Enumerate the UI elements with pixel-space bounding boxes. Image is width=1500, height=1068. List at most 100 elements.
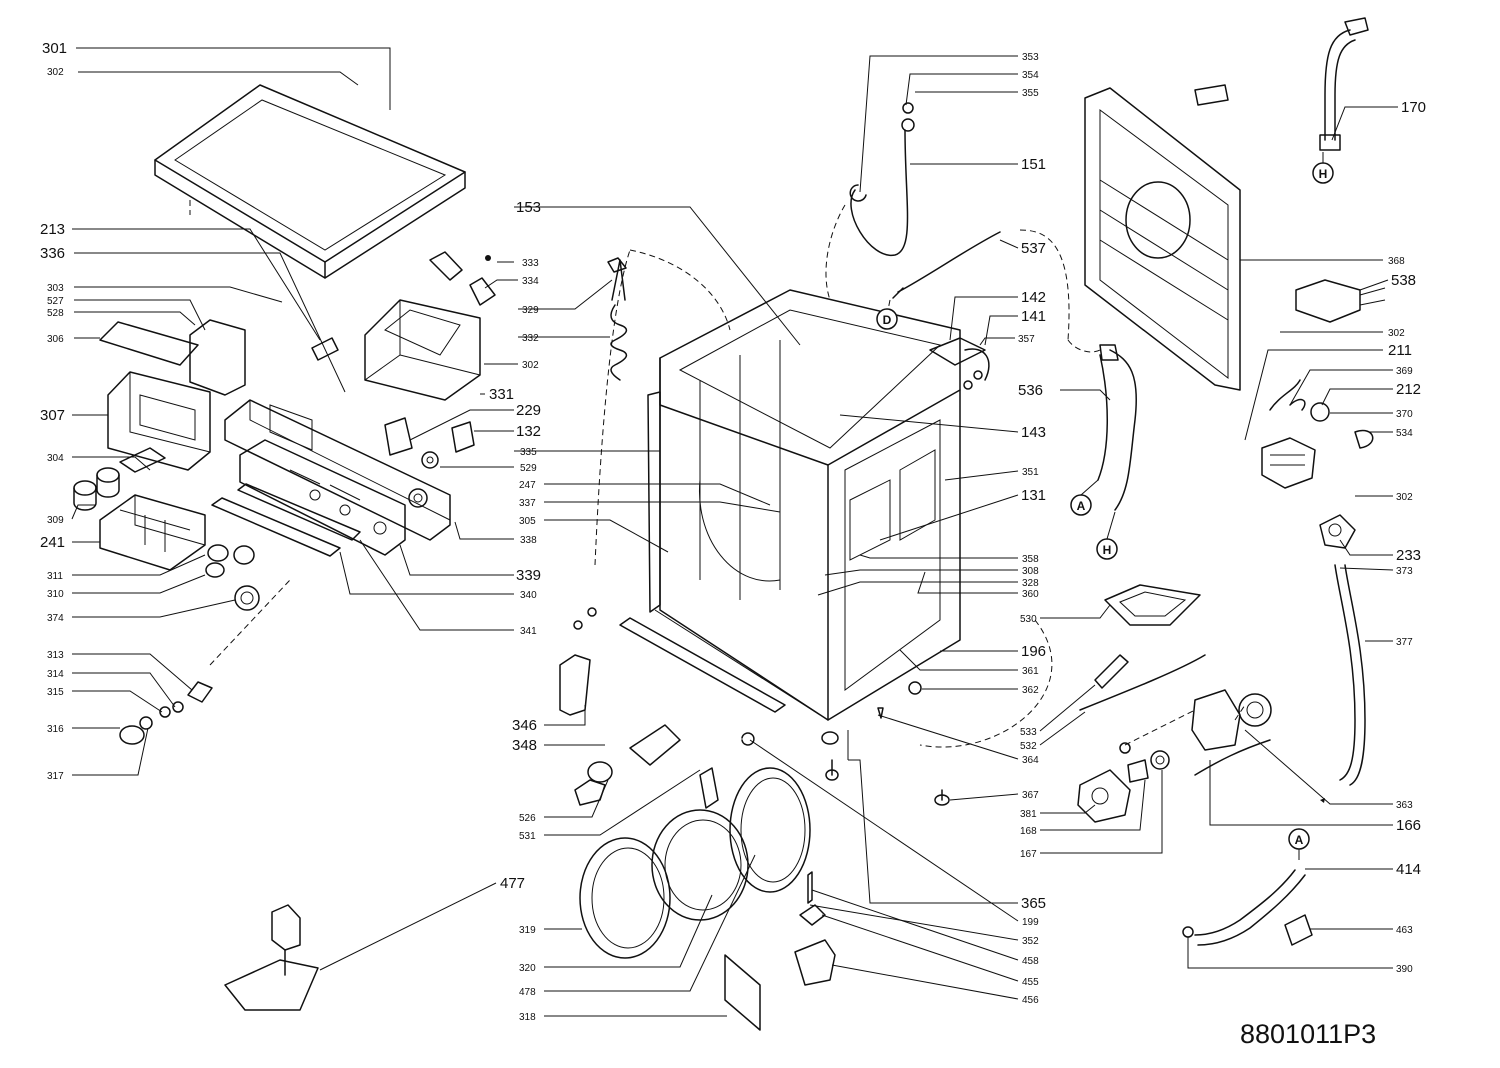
door-lock-parts: [794, 871, 836, 986]
part-label: 362: [1022, 685, 1039, 696]
part-label: 336: [40, 245, 65, 262]
part-label: 305: [519, 516, 536, 527]
part-label: 456: [1022, 995, 1039, 1006]
mains-connector: [1295, 279, 1386, 323]
part-label: 381: [1020, 809, 1037, 820]
part-label: 167: [1020, 849, 1037, 860]
programmer-assembly: [364, 251, 496, 401]
pressure-switch-cluster: [929, 337, 990, 390]
part-label: 531: [519, 831, 536, 842]
part-label: 320: [519, 963, 536, 974]
part-label: 369: [1396, 366, 1413, 377]
control-panel: [224, 399, 451, 541]
connector-label: H: [1103, 543, 1112, 557]
part-label: 303: [47, 283, 64, 294]
part-label: 361: [1022, 666, 1039, 677]
connector-marker-h-lower: H: [1096, 538, 1118, 560]
connector-marker-h-top: H: [1312, 162, 1334, 184]
leader-lines: [71, 47, 1398, 1017]
part-label: 354: [1022, 70, 1039, 81]
part-label: 533: [1020, 727, 1037, 738]
connector-marker-a-upper: A: [1070, 494, 1092, 516]
control-panel-facia: [239, 439, 406, 556]
part-label: 530: [1020, 614, 1037, 625]
part-label: 367: [1022, 790, 1039, 801]
filter-flap: [224, 904, 319, 1011]
part-labels: 301 302 213 336 303 527 528 306 307 304 …: [40, 40, 1426, 1023]
drawing-number: 8801011P3: [1240, 1019, 1376, 1049]
part-label: 247: [519, 480, 536, 491]
part-label: 310: [47, 589, 64, 600]
inlet-hose: [849, 102, 915, 256]
part-label: 377: [1396, 637, 1413, 648]
part-label: 478: [519, 987, 536, 998]
part-label: 355: [1022, 88, 1039, 99]
drawer-handle-strip: [99, 321, 199, 366]
connector-marker-a-lower: A: [1288, 828, 1310, 850]
connector-label: D: [883, 313, 892, 327]
part-label: 365: [1021, 895, 1046, 912]
part-label: 373: [1396, 566, 1413, 577]
base-front-strip: [559, 607, 786, 716]
part-label: 318: [519, 1012, 536, 1023]
part-label: 151: [1021, 156, 1046, 173]
door-inner-ring: [729, 767, 811, 893]
part-label: 153: [516, 199, 541, 216]
part-label: 313: [47, 650, 64, 661]
part-label: 529: [520, 463, 537, 474]
part-label: 353: [1022, 52, 1039, 63]
part-label: 308: [1022, 566, 1039, 577]
part-label: 316: [47, 724, 64, 735]
pressure-hose: [1319, 17, 1369, 151]
part-label: 314: [47, 669, 64, 680]
detergent-cups: [73, 467, 120, 511]
bottom-strip: [211, 483, 361, 557]
part-label: 526: [519, 813, 536, 824]
part-label: 339: [516, 567, 541, 584]
part-label: 390: [1396, 964, 1413, 975]
spring-hanger: [607, 257, 628, 381]
part-label: 131: [1021, 487, 1046, 504]
part-label: 241: [40, 534, 65, 551]
part-label: 370: [1396, 409, 1413, 420]
part-label: 534: [1396, 428, 1413, 439]
part-label: 196: [1021, 643, 1046, 660]
part-label: 338: [520, 535, 537, 546]
feet-parts: [741, 681, 950, 806]
part-label: 414: [1396, 861, 1421, 878]
tub-gasket-and-heater: [1079, 584, 1206, 711]
cabinet-front-panel: [647, 391, 821, 716]
part-label: 315: [47, 687, 64, 698]
part-label: 337: [519, 498, 536, 509]
part-label: 358: [1022, 554, 1039, 565]
part-label: 463: [1396, 925, 1413, 936]
connector-marker-d: D: [876, 308, 898, 330]
part-label: 211: [1388, 342, 1412, 359]
part-label: 532: [1020, 741, 1037, 752]
drawer-insert: [189, 319, 246, 396]
door-hinge-parts: [574, 724, 761, 1031]
door-glass-bowl: [651, 809, 749, 921]
detergent-drawer: [99, 494, 206, 571]
part-label: 307: [40, 407, 65, 424]
part-label: 233: [1396, 547, 1421, 564]
part-label: 455: [1022, 977, 1039, 988]
part-label: 528: [47, 308, 64, 319]
part-label: 335: [520, 447, 537, 458]
part-label: 302: [522, 360, 539, 371]
part-label: 212: [1396, 381, 1421, 398]
part-label: 364: [1022, 755, 1039, 766]
part-label: 301: [42, 40, 67, 57]
part-label: 333: [522, 258, 539, 269]
selector-knob-assembly: [119, 544, 260, 745]
part-label: 536: [1018, 382, 1043, 399]
part-label: 340: [520, 590, 537, 601]
part-label: 309: [47, 515, 64, 526]
part-label: 328: [1022, 578, 1039, 589]
small-switch-parts: [311, 337, 475, 469]
connector-label: A: [1295, 833, 1304, 847]
part-label: 352: [1022, 936, 1039, 947]
part-label: 360: [1022, 589, 1039, 600]
label-plate: [119, 447, 166, 473]
part-label: 363: [1396, 800, 1413, 811]
